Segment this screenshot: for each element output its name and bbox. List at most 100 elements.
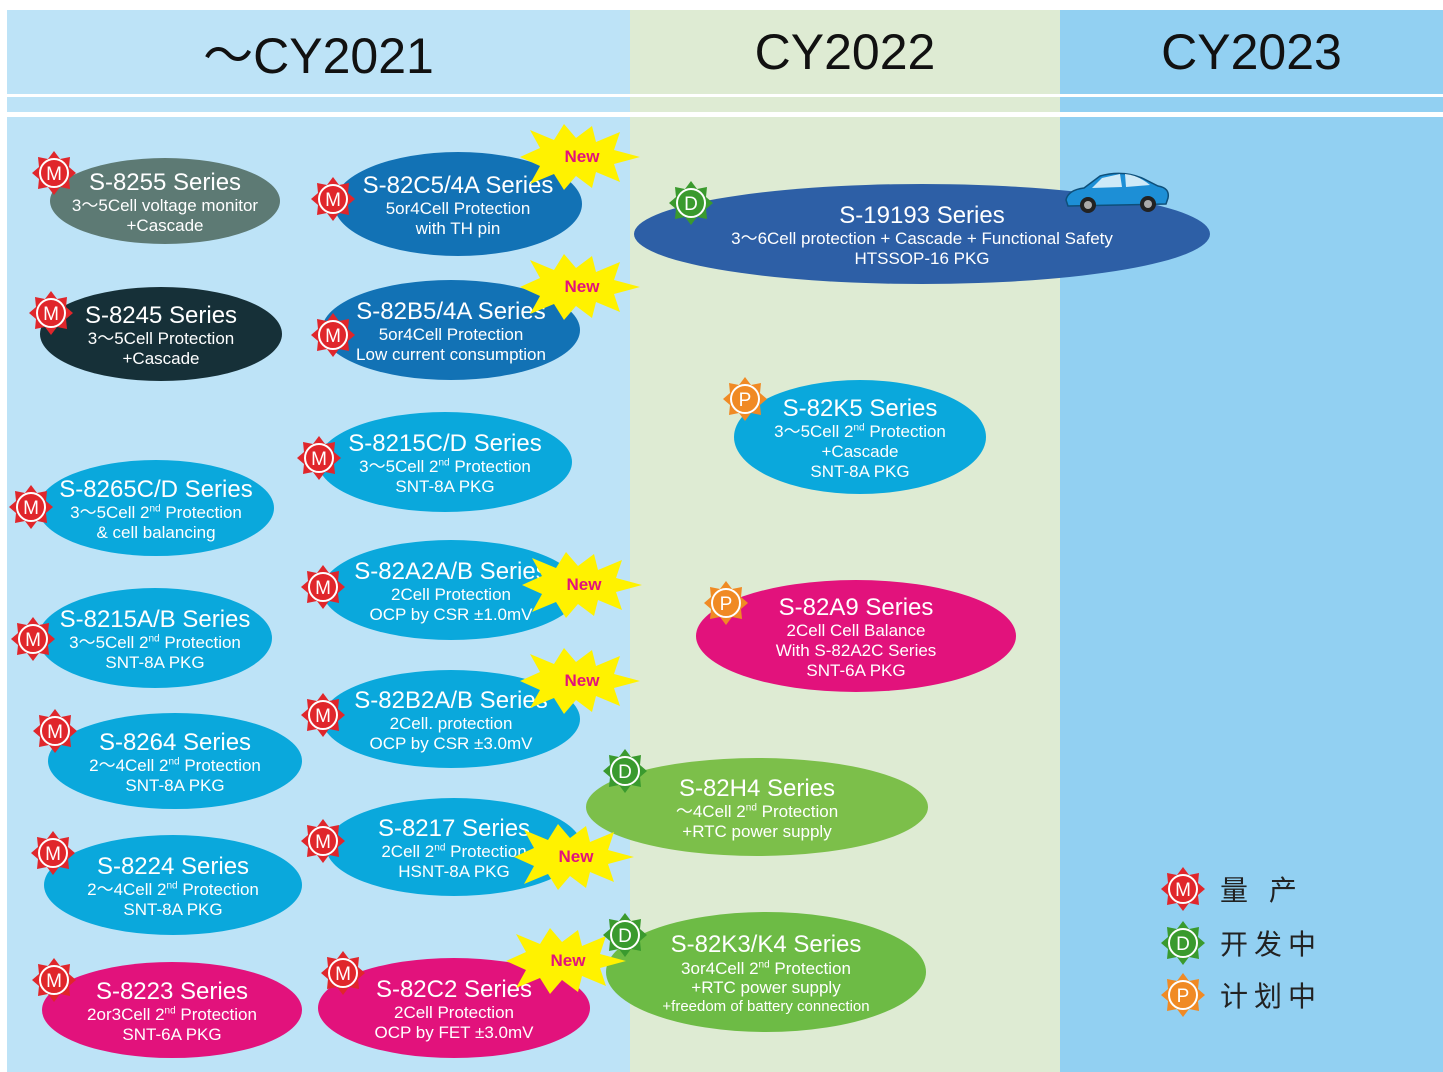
product-title: S-82A2A/B Series (354, 557, 548, 585)
product-title: S-82B2A/B Series (354, 686, 548, 714)
line-sup: nd (438, 457, 450, 469)
product-line: 3～5Cell 2nd Protection (359, 457, 531, 477)
product-line: 3～5Cell 2nd Protection (70, 503, 242, 523)
legend-development: D 开发中 (1160, 920, 1322, 966)
line-sup: nd (166, 880, 178, 892)
product-line: 2Cell Protection (390, 585, 511, 605)
badge-letter: M (325, 190, 341, 211)
line-sup: nd (853, 422, 865, 434)
badge-mass-production: M (300, 564, 346, 610)
badge-letter: M (325, 326, 341, 347)
product-title: S-8215C/D Series (348, 429, 542, 457)
legend-badge-p: P (1160, 972, 1206, 1018)
badge-letter: D (684, 194, 698, 215)
product-title: S-19193 Series (839, 201, 1005, 229)
badge-letter: M (335, 964, 351, 985)
line-sup: nd (168, 756, 180, 768)
product-s8255: S-8255 Series 3～5Cell voltage monitor +C… (50, 158, 280, 244)
badge-development: D (602, 912, 648, 958)
product-s82b2ab: S-82B2A/B Series 2Cell. protection OCP b… (322, 670, 580, 768)
header-divider-1 (0, 94, 1443, 97)
badge-letter: D (618, 762, 632, 783)
badge-letter: M (47, 722, 63, 743)
line-text: Protection (179, 756, 261, 776)
header-cy2022: CY2022 (754, 24, 936, 80)
product-s8215cd: S-8215C/D Series 3～5Cell 2nd Protection … (318, 412, 572, 512)
product-title: S-8255 Series (88, 168, 242, 196)
line-text: 3～5Cell 2 (69, 633, 149, 653)
product-line: OCP by CSR ±3.0mV (369, 733, 533, 753)
product-line: HTSSOP-16 PKG (854, 248, 990, 268)
legend-label: 量 产 (1220, 874, 1303, 907)
product-line: SNT-8A PKG (395, 476, 495, 496)
product-line: With S-82A2C Series (775, 641, 937, 661)
product-line: 3～5Cell voltage monitor (71, 196, 259, 216)
product-line: 5or4Cell Protection (378, 325, 524, 345)
product-line: & cell balancing (96, 522, 216, 542)
product-title: S-8223 Series (95, 977, 249, 1005)
line-text: Protection (177, 880, 259, 900)
header-divider-2 (0, 112, 1443, 117)
new-burst: New (520, 254, 640, 320)
legend-badge-m: M (1160, 866, 1206, 912)
new-label: New (565, 277, 601, 296)
new-burst: New (520, 648, 640, 714)
badge-mass-production: M (320, 950, 366, 996)
line-sup: nd (148, 633, 160, 645)
product-s8223: S-8223 Series 2or3Cell 2nd Protection SN… (42, 962, 302, 1058)
line-sup: nd (745, 802, 757, 814)
product-line: OCP by CSR ±1.0mV (369, 604, 533, 624)
new-label: New (551, 951, 587, 970)
product-line: 2Cell 2nd Protection (381, 842, 526, 862)
new-label: New (565, 671, 601, 690)
product-line: SNT-8A PKG (125, 775, 225, 795)
badge-letter: M (23, 498, 39, 519)
product-line: 3～5Cell Protection (87, 329, 235, 349)
badge-letter: P (720, 594, 733, 615)
product-line: 3～6Cell protection + Cascade + Functiona… (731, 229, 1113, 249)
product-line: +Cascade (122, 348, 200, 368)
product-line: 2Cell. protection (389, 714, 513, 734)
line-text: 3～5Cell 2 (70, 503, 150, 523)
product-line: OCP by FET ±3.0mV (374, 1022, 534, 1042)
product-line: 3～5Cell 2nd Protection (69, 633, 241, 653)
product-line: 3～5Cell 2nd Protection (774, 422, 946, 442)
badge-letter: D (1176, 934, 1190, 955)
column-cy2022 (630, 10, 1060, 1072)
product-line: SNT-8A PKG (123, 899, 223, 919)
line-text: 3or4Cell 2 (681, 958, 759, 978)
product-s82k5: S-82K5 Series 3～5Cell 2nd Protection +Ca… (734, 380, 986, 494)
badge-development: D (668, 180, 714, 226)
badge-letter: M (311, 449, 327, 470)
line-text: 2Cell 2 (381, 842, 435, 862)
line-text: Protection (756, 802, 839, 822)
line-sup: nd (758, 958, 770, 970)
legend-mass-production: M 量 产 (1160, 866, 1303, 912)
new-label: New (565, 147, 601, 166)
badge-mass-production: M (32, 708, 78, 754)
badge-letter: M (315, 706, 331, 727)
line-text: 2or3Cell 2 (87, 1005, 165, 1025)
product-title: S-8217 Series (377, 814, 531, 842)
line-text: 3～5Cell 2 (774, 422, 854, 442)
badge-mass-production: M (310, 312, 356, 358)
badge-letter: P (739, 390, 752, 411)
product-line: with TH pin (415, 218, 501, 238)
product-line: 5or4Cell Protection (385, 199, 531, 219)
badge-mass-production: M (296, 435, 342, 481)
line-text: 3～5Cell 2 (359, 457, 439, 477)
product-line: +Cascade (126, 215, 204, 235)
product-s8264: S-8264 Series 2～4Cell 2nd Protection SNT… (48, 713, 302, 809)
product-title: S-82A9 Series (778, 593, 934, 621)
line-text: Protection (864, 422, 946, 442)
legend-planned: P 计划中 (1160, 972, 1322, 1018)
line-text: Protection (769, 958, 851, 978)
product-line: ～4Cell 2nd Protection (676, 802, 838, 822)
product-title: S-8215A/B Series (59, 605, 251, 633)
product-line: 2Cell Cell Balance (786, 621, 926, 641)
line-text: 2～4Cell 2 (87, 880, 167, 900)
product-line: HSNT-8A PKG (398, 861, 510, 881)
product-line: SNT-6A PKG (122, 1024, 222, 1044)
badge-mass-production: M (300, 692, 346, 738)
badge-mass-production: M (28, 290, 74, 336)
